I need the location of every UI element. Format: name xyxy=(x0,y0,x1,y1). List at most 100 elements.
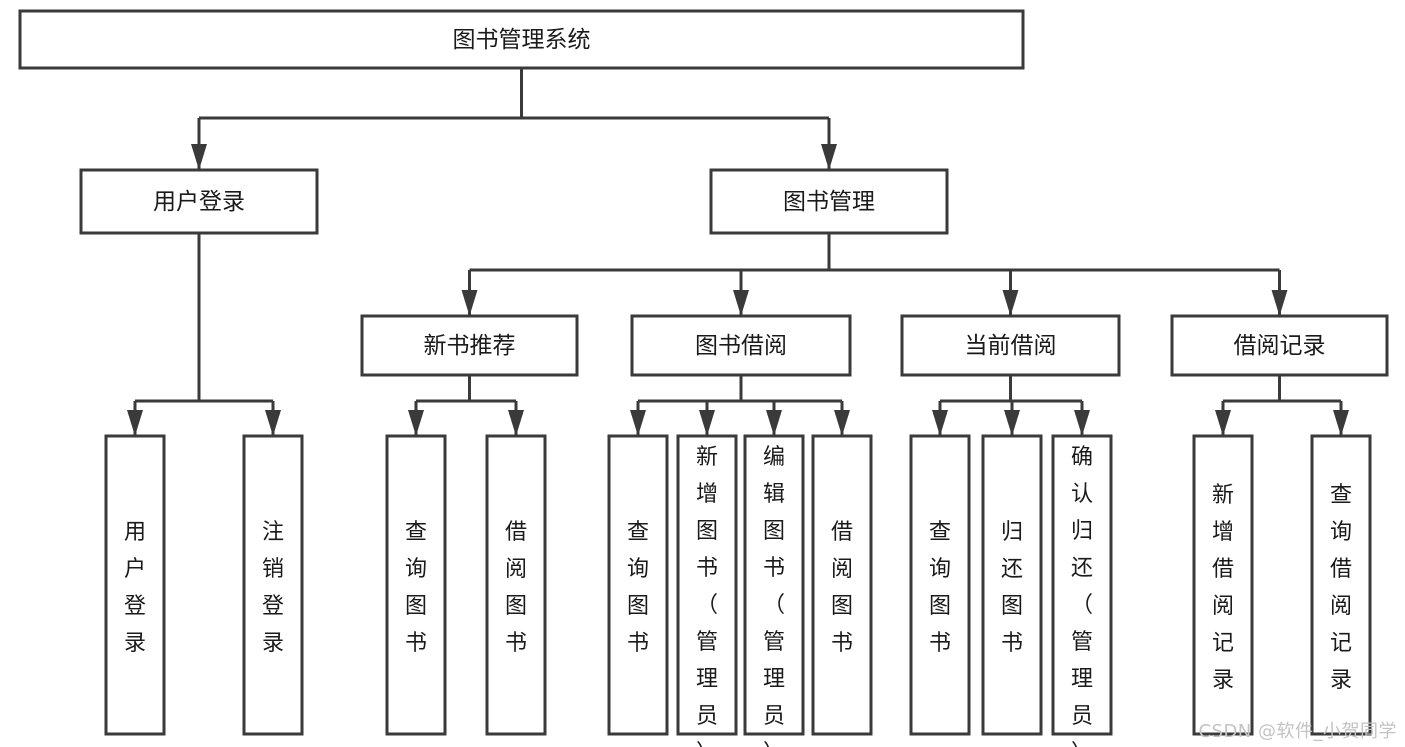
arrow-to-book-borrow xyxy=(733,290,749,316)
leaf-label-char: 员 xyxy=(1071,704,1093,729)
leaf-label-char: 增 xyxy=(696,482,718,507)
leaf-label-char: 询 xyxy=(627,557,649,582)
leaf-label-char: 销 xyxy=(262,557,284,582)
leaf-label-char: 借 xyxy=(1212,557,1234,582)
node-box xyxy=(676,434,738,736)
node-box xyxy=(385,434,447,736)
node-box xyxy=(909,434,971,736)
node-box xyxy=(79,168,319,235)
leaf-label-char: 图 xyxy=(405,594,427,619)
arrow-to-leaf-confirm-return xyxy=(1074,410,1090,436)
leaf-label-char: 书 xyxy=(1001,631,1023,656)
level1-node-book-manage[interactable]: 图书管理 xyxy=(709,168,949,235)
leaf-label-char: 书 xyxy=(405,631,427,656)
leaf-label-char: 图 xyxy=(505,594,527,619)
node-box xyxy=(242,434,304,736)
arrow-to-leaf-query-book-1 xyxy=(408,410,424,436)
arrow-to-leaf-add-record xyxy=(1215,410,1231,436)
leaf-label-char: 询 xyxy=(1330,520,1352,545)
node-box xyxy=(1192,434,1254,736)
leaf-label-char: 书 xyxy=(627,631,649,656)
leaf-label-char: 书 xyxy=(929,631,951,656)
leaf-label-char: 图 xyxy=(627,594,649,619)
leaf-label-char: 查 xyxy=(627,520,649,545)
leaf-label-char: 书 xyxy=(831,631,853,656)
level1-node-user-login[interactable]: 用户登录 xyxy=(79,168,319,235)
leaf-label-char: 户 xyxy=(124,557,146,582)
leaf-label-char: （ xyxy=(763,593,785,618)
leaf-label-char: 录 xyxy=(1212,668,1234,693)
leaf-label-char: 借 xyxy=(1330,557,1352,582)
leaf-label-char: 查 xyxy=(1330,483,1352,508)
leaf-label-char: 录 xyxy=(262,631,284,656)
leaf-label-char: 管 xyxy=(696,630,718,655)
leaf-label-char: 记 xyxy=(1212,631,1234,656)
arrow-to-book-manage xyxy=(821,144,837,170)
leaf-label-char: 管 xyxy=(763,630,785,655)
leaf-label-char: 员 xyxy=(696,704,718,729)
node-box xyxy=(900,314,1121,377)
arrow-to-leaf-query-book-2 xyxy=(630,410,646,436)
leaf-label-char: 图 xyxy=(763,519,785,544)
leaf-label-char: 理 xyxy=(1071,667,1093,692)
node-box xyxy=(607,434,669,736)
node-label: 当前借阅 xyxy=(965,333,1057,359)
level2-node-borrow-record[interactable]: 借阅记录 xyxy=(1170,314,1389,377)
leaf-label-char: 询 xyxy=(405,557,427,582)
leaf-label-char: 新 xyxy=(1212,483,1234,508)
leaf-label-char: 认 xyxy=(1071,482,1093,507)
node-label: 图书管理系统 xyxy=(453,27,591,53)
leaf-label-char: 图 xyxy=(696,519,718,544)
node-box xyxy=(485,434,547,736)
leaf-label-char: 录 xyxy=(124,631,146,656)
root-node-root[interactable]: 图书管理系统 xyxy=(18,9,1025,70)
level2-node-current-borrow[interactable]: 当前借阅 xyxy=(900,314,1121,377)
leaf-label-char: 书 xyxy=(505,631,527,656)
leaf-label-char: 归 xyxy=(1071,519,1093,544)
leaf-label-char: 图 xyxy=(1001,594,1023,619)
node-label: 用户登录 xyxy=(153,189,245,215)
node-label: 借阅记录 xyxy=(1234,333,1326,359)
arrow-to-leaf-query-book-3 xyxy=(932,410,948,436)
leaf-label-char: ） xyxy=(1071,741,1093,747)
node-box xyxy=(709,168,949,235)
level2-node-book-borrow[interactable]: 图书借阅 xyxy=(630,314,852,377)
leaf-label-char: 书 xyxy=(696,556,718,581)
leaf-label-char: 借 xyxy=(831,520,853,545)
node-box xyxy=(811,434,873,736)
leaf-label-char: 用 xyxy=(124,520,146,545)
arrow-to-leaf-add-book xyxy=(699,410,715,436)
arrow-to-user-login xyxy=(191,144,207,170)
leaf-label-char: 还 xyxy=(1071,556,1093,581)
leaf-label-char: 书 xyxy=(763,556,785,581)
arrow-to-current-borrow xyxy=(1002,290,1019,316)
level2-node-new-book-rec[interactable]: 新书推荐 xyxy=(360,314,579,377)
node-box xyxy=(1310,434,1372,736)
leaf-label-char: 还 xyxy=(1001,557,1023,582)
node-box xyxy=(1051,434,1113,736)
arrow-to-leaf-borrow-book-1 xyxy=(508,410,524,436)
leaf-label-char: （ xyxy=(1071,593,1093,618)
leaf-label-char: 询 xyxy=(929,557,951,582)
leaf-label-char: 确 xyxy=(1071,445,1093,470)
leaf-label-char: 查 xyxy=(929,520,951,545)
node-box xyxy=(743,434,805,736)
leaf-label-char: ） xyxy=(763,741,785,747)
leaf-label-char: 辑 xyxy=(763,482,785,507)
node-label: 新书推荐 xyxy=(424,333,516,359)
node-box xyxy=(630,314,852,377)
leaf-node-leaf-user-login[interactable]: 用户登录 xyxy=(104,434,166,736)
